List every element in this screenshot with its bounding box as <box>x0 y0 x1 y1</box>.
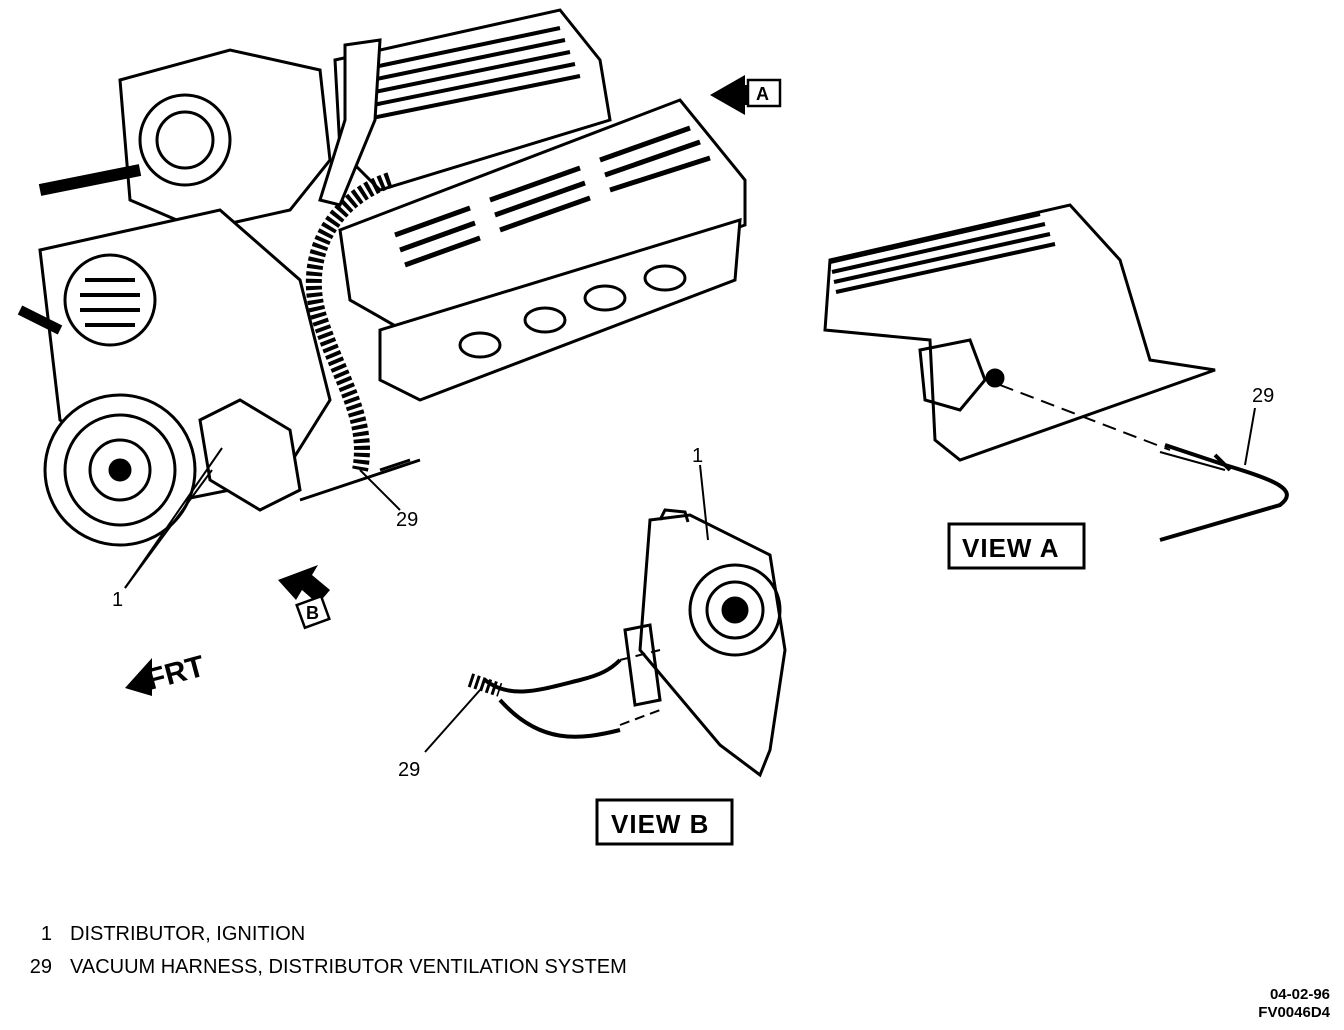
legend-number: 29 <box>29 956 52 978</box>
view-b-label: VIEW B <box>611 809 709 839</box>
engine-leaders <box>124 447 401 589</box>
callout-29-view-b: 29 <box>398 759 420 781</box>
view-a-arrow-label: A <box>756 84 769 104</box>
legend-text: VACUUM HARNESS, DISTRIBUTOR VENTILATION … <box>70 956 627 978</box>
legend-text: DISTRIBUTOR, IGNITION <box>70 923 306 945</box>
figure-id: FV0046D4 <box>1258 1004 1330 1021</box>
figure-code: 04-02-96 FV0046D4 <box>1258 986 1330 1022</box>
view-a-illustration <box>823 203 1289 542</box>
view-a-arrow: A <box>710 75 782 115</box>
view-b-arrow: B <box>278 565 331 630</box>
callout-1-engine: 1 <box>112 589 123 611</box>
view-a-label: VIEW A <box>962 533 1059 563</box>
legend-row: 29 VACUUM HARNESS, DISTRIBUTOR VENTILATI… <box>14 951 627 984</box>
front-arrow-label: FRT <box>143 650 208 697</box>
view-b-illustration <box>424 464 787 778</box>
engine-illustration <box>17 8 747 547</box>
view-b-label-box <box>595 798 734 846</box>
legend-row: 1 DISTRIBUTOR, IGNITION <box>14 918 627 951</box>
view-a-label-box <box>947 522 1086 570</box>
legend: 1 DISTRIBUTOR, IGNITION 29 VACUUM HARNES… <box>14 918 627 984</box>
callout-1-view-b: 1 <box>692 445 703 467</box>
callout-29-view-a: 29 <box>1252 385 1274 407</box>
figure-date: 04-02-96 <box>1269 986 1330 1003</box>
view-b-arrow-label: B <box>306 603 319 623</box>
front-arrow: FRT <box>125 650 208 697</box>
legend-number: 1 <box>40 923 52 945</box>
callout-29-engine: 29 <box>396 509 418 531</box>
